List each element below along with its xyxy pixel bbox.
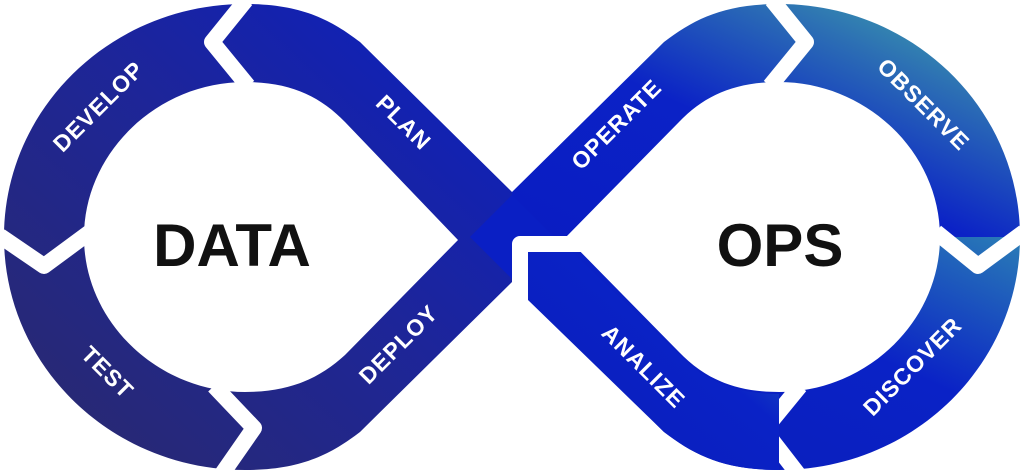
right-loop (512, 4, 1020, 470)
separator-test-deploy (208, 380, 262, 474)
separator-observe-discover (930, 225, 1024, 274)
separator-operate-observe (763, 0, 814, 92)
analize-arm (528, 252, 779, 470)
left-loop (4, 4, 512, 470)
center-title-data: DATA (153, 212, 311, 279)
left-loop-ring (4, 4, 512, 470)
right-loop-lower (512, 237, 1020, 470)
right-loop-upper (512, 4, 1020, 237)
center-title-ops: OPS (717, 212, 844, 279)
separator-develop-plan (204, 0, 255, 92)
separator-crossing (512, 236, 600, 474)
separator-develop-test (0, 225, 95, 274)
